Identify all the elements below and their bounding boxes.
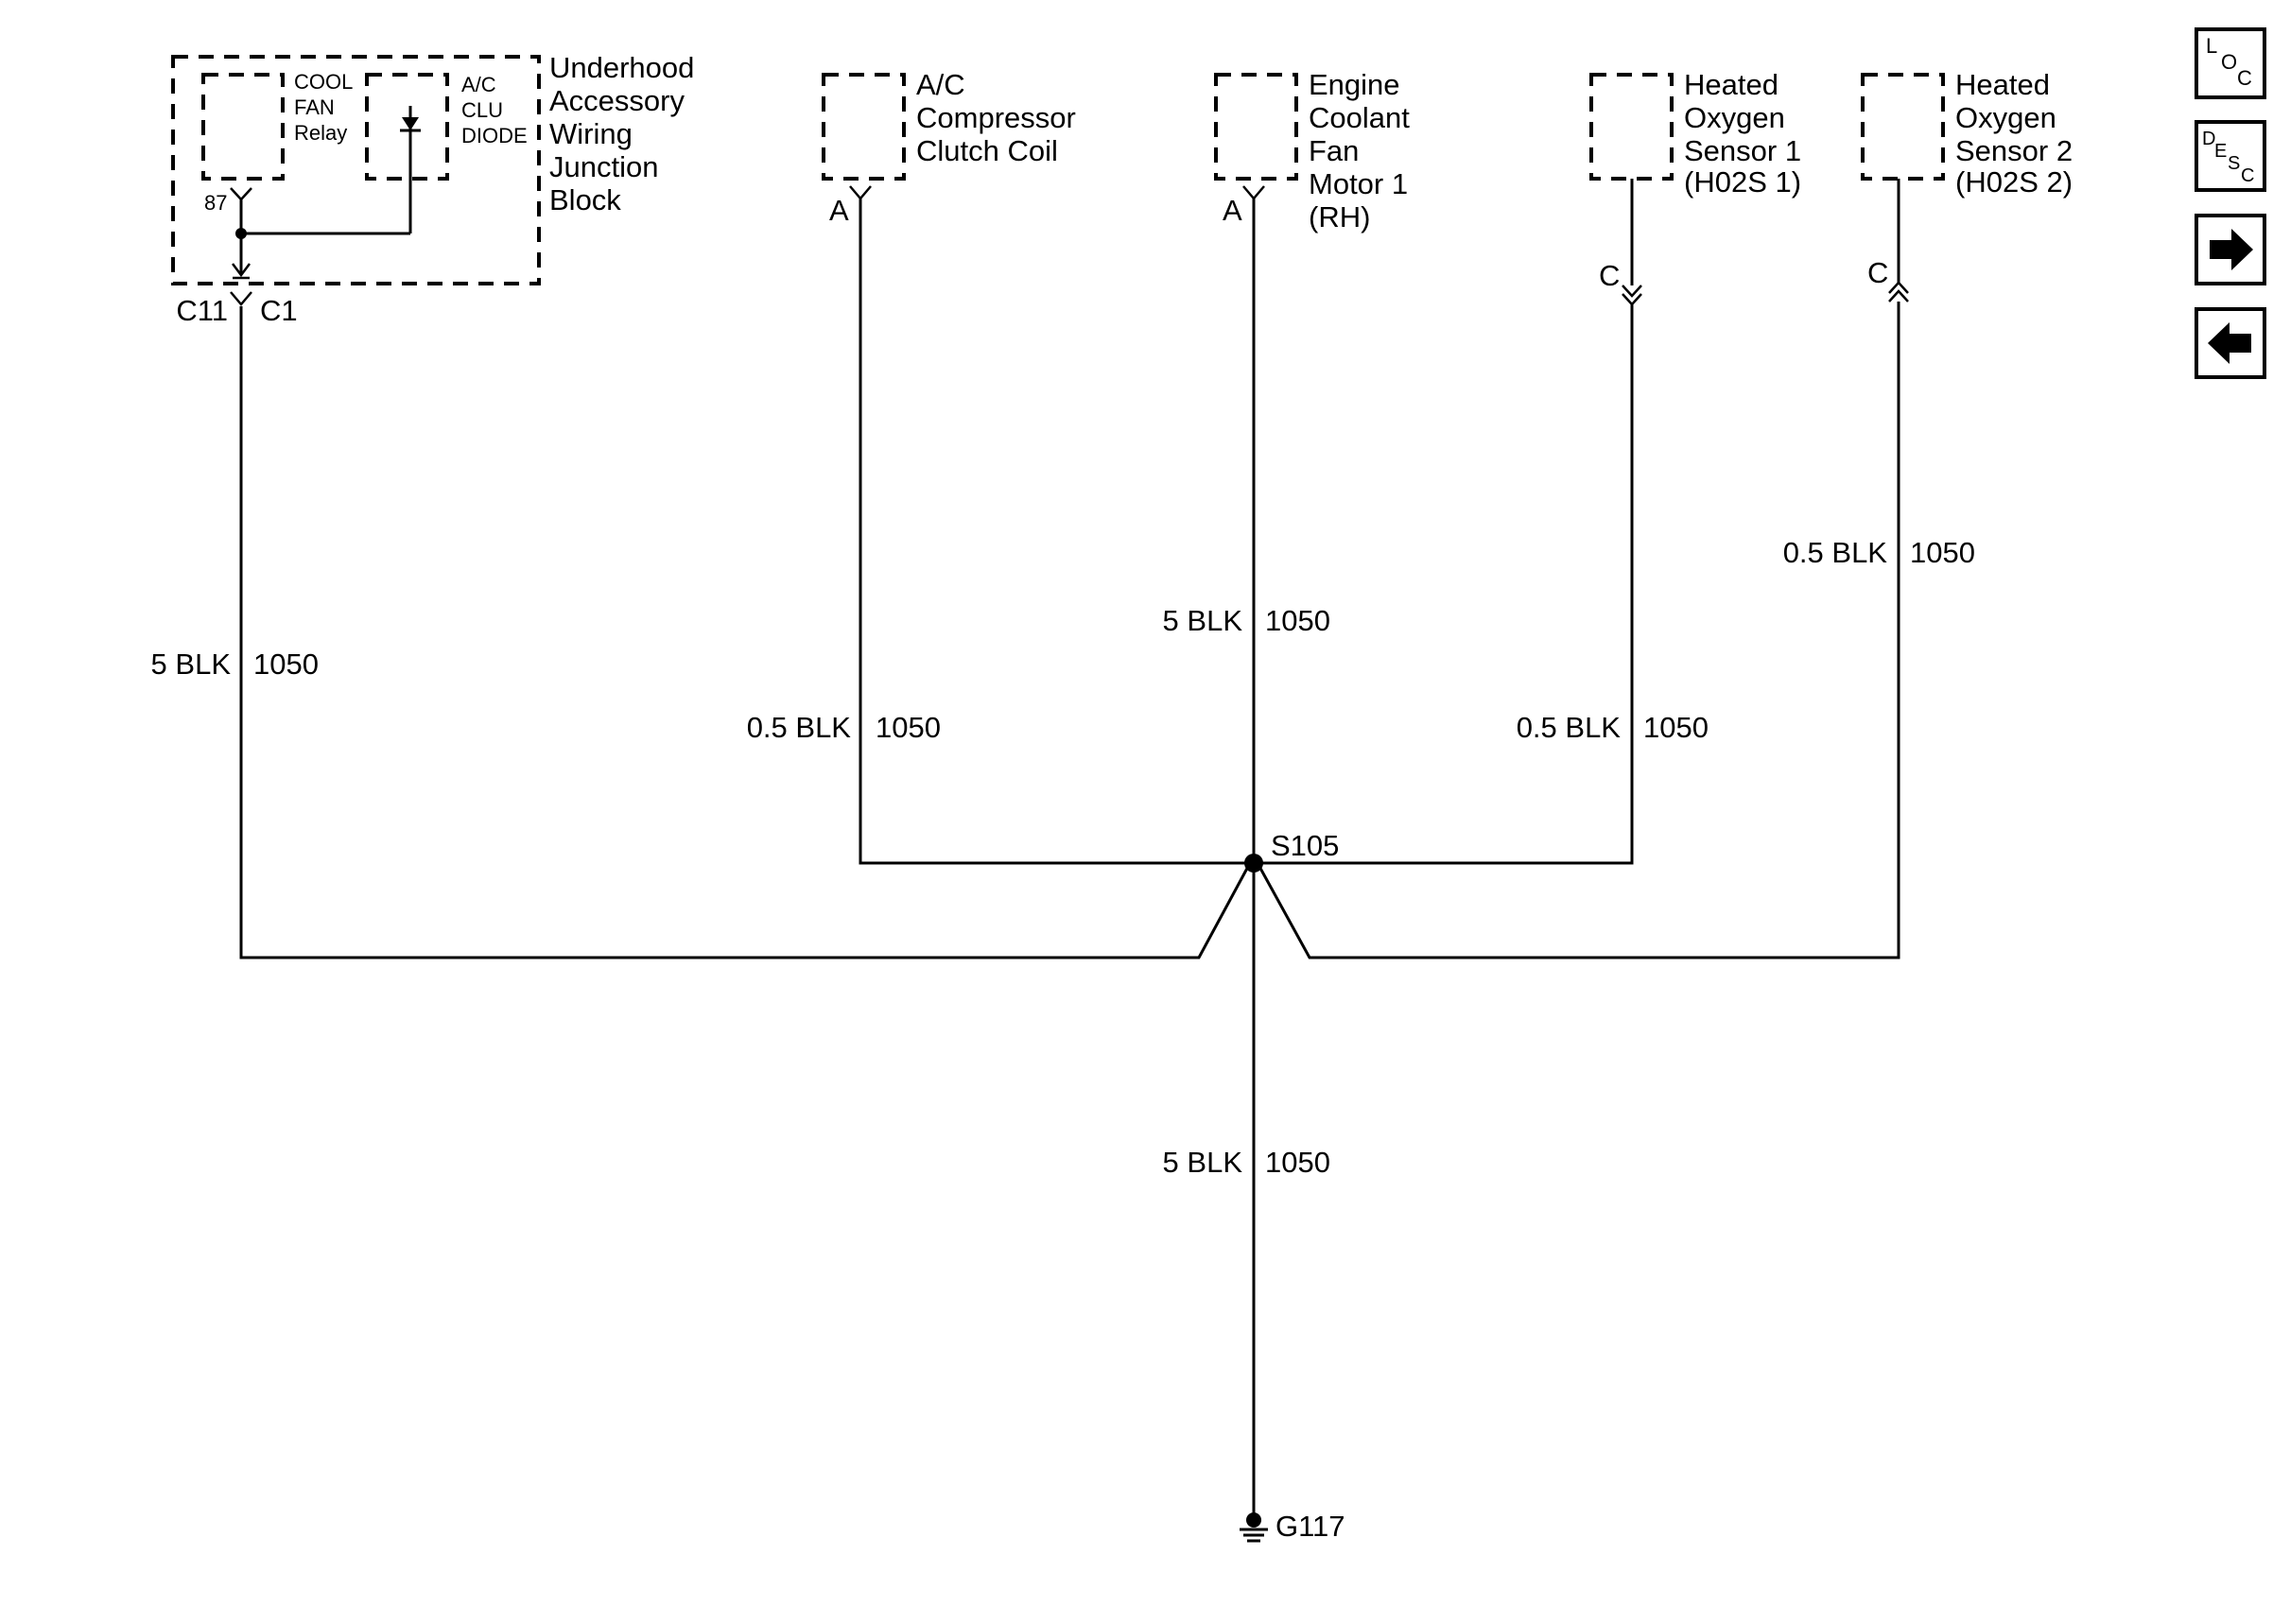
desc-icon: D E S C <box>2202 129 2254 186</box>
ho2s1-inline-connector-icon <box>1622 285 1642 306</box>
desc-button[interactable]: D E S C <box>2195 120 2266 192</box>
fan-motor-name-line-3: Fan <box>1309 134 1359 167</box>
ho2s1-name-line-4: (H02S 1) <box>1684 165 1801 199</box>
ac-compressor-pin-label: A <box>829 194 849 227</box>
wire-5-size-color: 0.5 BLK <box>1783 536 1888 569</box>
wire-junction-block: 5 BLK 1050 <box>151 306 1252 959</box>
splice-label: S105 <box>1271 829 1339 862</box>
ho2s2-box <box>1861 73 1945 181</box>
junction-block-name-line-1: Underhood <box>549 51 694 84</box>
loc-letter-c: C <box>2237 66 2252 90</box>
loc-icon: L O C <box>2206 34 2252 90</box>
c11-connector-icon <box>230 291 252 306</box>
ho2s1-box <box>1589 73 1674 181</box>
internal-splice-dot <box>235 228 247 239</box>
cool-fan-relay: COOL FAN Relay <box>201 70 353 181</box>
desc-letter-d: D <box>2202 129 2215 149</box>
ho2s2-inline-connector-icon <box>1888 281 1909 302</box>
block-output-arrow-icon <box>232 263 251 278</box>
prev-button[interactable] <box>2195 307 2266 379</box>
desc-letter-s: S <box>2228 153 2240 174</box>
relay-pin-label: 87 <box>204 191 227 215</box>
ho2s1-name-line-3: Sensor 1 <box>1684 134 1801 167</box>
next-button[interactable] <box>2195 214 2266 285</box>
ho2s1-name-line-2: Oxygen <box>1684 101 1785 134</box>
ho2s2-pin-label: C <box>1867 256 1888 289</box>
wire-to-ground: 5 BLK 1050 <box>1163 863 1330 1518</box>
connector-c1-label: C1 <box>260 294 298 327</box>
junction-block-name-line-3: Wiring <box>549 117 633 150</box>
fan-motor-name-line-2: Coolant <box>1309 101 1410 134</box>
wire-6-size-color: 5 BLK <box>1163 1146 1243 1179</box>
ho2s2-name-line-1: Heated <box>1955 68 2050 101</box>
engine-coolant-fan-motor: Engine Coolant Fan Motor 1 (RH) A <box>1214 68 1410 233</box>
fan-motor-name-line-5: (RH) <box>1309 200 1370 233</box>
ho2s1-pin-label: C <box>1599 259 1620 292</box>
wire-6-circuit: 1050 <box>1265 1146 1330 1179</box>
ho2s2-name-line-2: Oxygen <box>1955 101 2056 134</box>
loc-letter-o: O <box>2221 50 2237 74</box>
ac-compressor-connector-icon <box>849 185 872 200</box>
ho2s2-name-line-4: (H02S 2) <box>1955 165 2073 199</box>
cool-fan-relay-box <box>201 73 285 181</box>
ground-icon <box>1240 1512 1268 1543</box>
ho2s1-name-line-1: Heated <box>1684 68 1778 101</box>
wire-1-circuit: 1050 <box>253 648 319 681</box>
junction-block-name-line-5: Block <box>549 183 621 216</box>
heated-oxygen-sensor-2: Heated Oxygen Sensor 2 (H02S 2) C <box>1861 68 2073 302</box>
fan-motor-pin-label: A <box>1223 194 1242 227</box>
wire-ho2s2: 0.5 BLK 1050 <box>1256 179 1975 959</box>
pin-87-connector-icon <box>230 187 252 201</box>
diode-label-line-3: DIODE <box>461 124 528 147</box>
junction-block-name-line-4: Junction <box>549 150 658 183</box>
wire-4-circuit: 1050 <box>1643 711 1709 744</box>
wire-ho2s1: 0.5 BLK 1050 <box>1254 179 1709 865</box>
wire-2-size-color: 0.5 BLK <box>747 711 852 744</box>
loc-letter-l: L <box>2206 34 2217 58</box>
ac-compressor-name-line-2: Compressor <box>916 101 1076 134</box>
arrow-left-icon <box>2208 322 2251 364</box>
diode-icon <box>400 106 421 233</box>
ground-label: G117 <box>1275 1510 1345 1543</box>
ac-compressor-clutch-coil: A/C Compressor Clutch Coil A <box>822 68 1076 227</box>
wire-5-circuit: 1050 <box>1910 536 1975 569</box>
wire-1-size-color: 5 BLK <box>151 648 232 681</box>
wire-4-size-color: 0.5 BLK <box>1517 711 1622 744</box>
heated-oxygen-sensor-1: Heated Oxygen Sensor 1 (H02S 1) C <box>1589 68 1801 306</box>
ac-compressor-name-line-3: Clutch Coil <box>916 134 1058 167</box>
fan-motor-name-line-4: Motor 1 <box>1309 167 1408 200</box>
junction-block: Underhood Accessory Wiring Junction Bloc… <box>171 51 694 285</box>
wire-fan-motor: 5 BLK 1050 <box>1163 199 1330 863</box>
relay-label-line-1: COOL <box>294 70 353 94</box>
diode-label-line-2: CLU <box>461 98 503 122</box>
diode-label-line-1: A/C <box>461 73 496 96</box>
diode-box <box>365 73 449 181</box>
fan-motor-box <box>1214 73 1298 181</box>
desc-letter-e: E <box>2214 141 2227 162</box>
junction-block-outline <box>171 55 541 285</box>
connector-c11-label: C11 <box>176 294 228 327</box>
relay-label-line-2: FAN <box>294 95 335 119</box>
ac-clutch-diode: A/C CLU DIODE <box>365 73 528 233</box>
wire-3-circuit: 1050 <box>1265 604 1330 637</box>
fan-motor-connector-icon <box>1242 185 1265 200</box>
ac-compressor-name-line-1: A/C <box>916 68 965 101</box>
desc-letter-c: C <box>2241 165 2254 186</box>
ac-compressor-box <box>822 73 906 181</box>
wire-2-circuit: 1050 <box>876 711 941 744</box>
ho2s2-name-line-3: Sensor 2 <box>1955 134 2073 167</box>
wire-3-size-color: 5 BLK <box>1163 604 1243 637</box>
junction-block-name-line-2: Accessory <box>549 84 685 117</box>
splice-s105-dot <box>1244 854 1263 872</box>
loc-button[interactable]: L O C <box>2195 27 2266 99</box>
arrow-right-icon <box>2210 229 2253 270</box>
wire-ac-compressor: 0.5 BLK 1050 <box>747 199 1253 865</box>
relay-label-line-3: Relay <box>294 121 347 145</box>
fan-motor-name-line-1: Engine <box>1309 68 1400 101</box>
